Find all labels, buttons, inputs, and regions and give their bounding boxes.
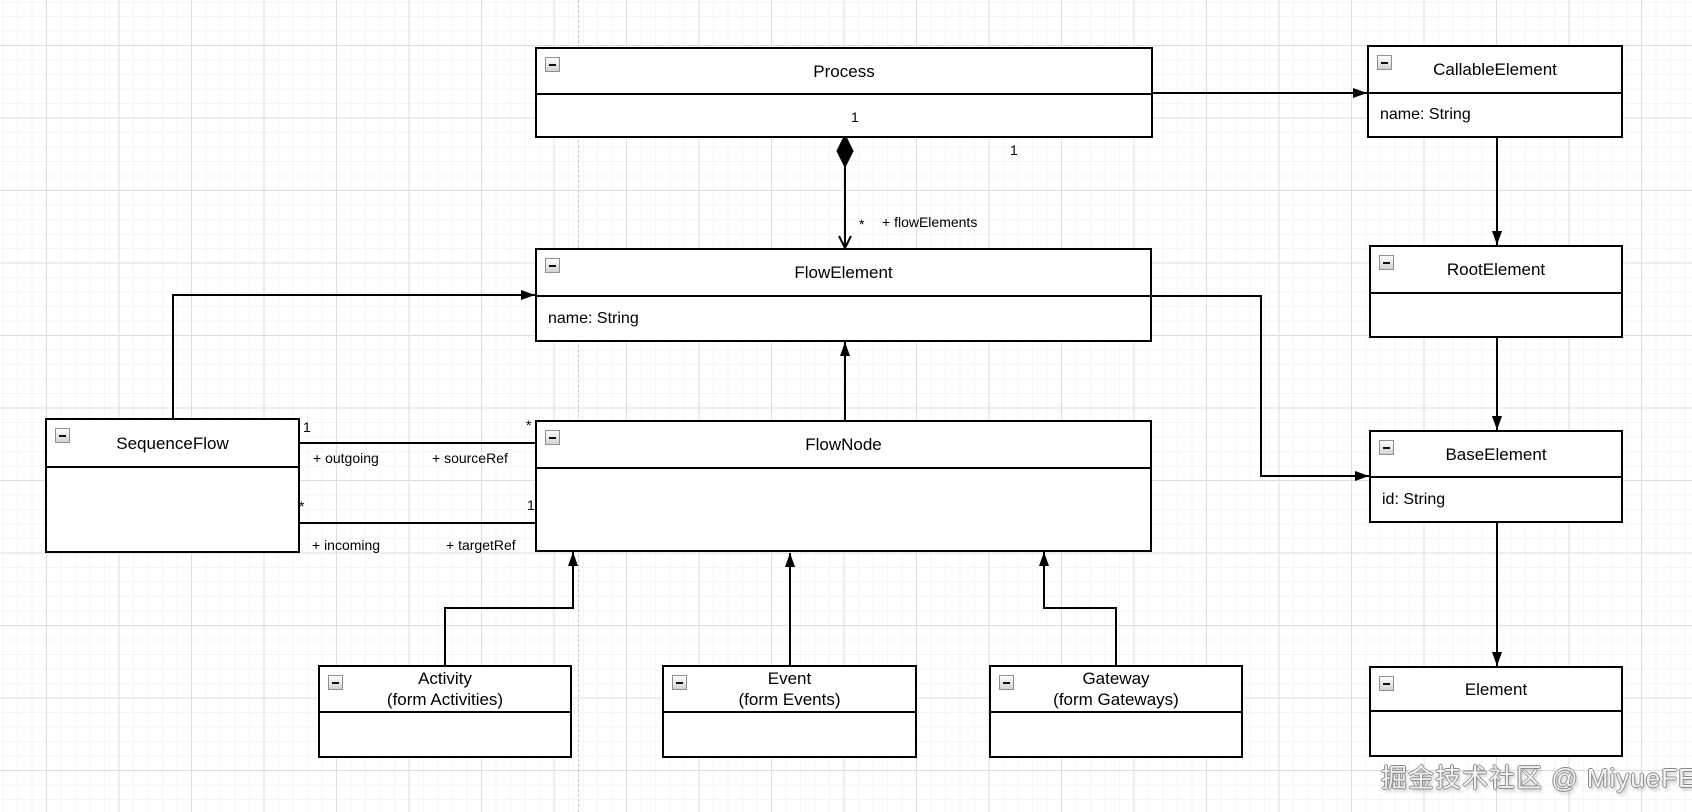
edge-activity-flownode[interactable] bbox=[444, 552, 578, 665]
class-box-baseelement[interactable]: BaseElement id: String bbox=[1369, 430, 1623, 523]
class-attribute bbox=[664, 713, 915, 756]
class-subtitle: (form Events) bbox=[738, 690, 841, 709]
class-attribute bbox=[537, 95, 1151, 136]
role-label: + sourceRef bbox=[432, 450, 508, 466]
class-box-activity[interactable]: Activity (form Activities) bbox=[318, 665, 572, 758]
collapse-icon[interactable] bbox=[672, 675, 687, 690]
class-title: FlowNode bbox=[805, 435, 882, 454]
edge-sequenceflow-flowelement[interactable] bbox=[172, 290, 535, 418]
collapse-icon[interactable] bbox=[1379, 255, 1394, 270]
class-title: Process bbox=[813, 61, 875, 81]
collapse-icon[interactable] bbox=[55, 428, 70, 443]
collapse-icon[interactable] bbox=[545, 258, 560, 273]
composition-diamond bbox=[836, 133, 854, 169]
class-title: BaseElement bbox=[1445, 444, 1547, 464]
role-label: + incoming bbox=[312, 537, 381, 553]
class-attribute bbox=[1371, 712, 1621, 755]
multiplicity-label: 1 bbox=[303, 419, 311, 435]
class-box-gateway[interactable]: Gateway (form Gateways) bbox=[989, 665, 1243, 758]
multiplicity-label: * bbox=[526, 417, 532, 433]
class-box-callableelement[interactable]: CallableElement name: String bbox=[1367, 45, 1623, 138]
class-box-event[interactable]: Event (form Events) bbox=[662, 665, 917, 758]
collapse-icon[interactable] bbox=[328, 675, 343, 690]
multiplicity-label: 1 bbox=[851, 109, 859, 125]
class-box-sequenceflow[interactable]: SequenceFlow bbox=[45, 418, 300, 553]
class-attribute bbox=[991, 713, 1241, 756]
class-box-rootelement[interactable]: RootElement bbox=[1369, 245, 1623, 338]
collapse-icon[interactable] bbox=[545, 57, 560, 72]
class-attribute: id: String bbox=[1382, 490, 1446, 508]
collapse-icon[interactable] bbox=[1379, 676, 1394, 691]
multiplicity-label: 1 bbox=[527, 497, 535, 513]
collapse-icon[interactable] bbox=[1379, 440, 1394, 455]
class-title: Event bbox=[767, 669, 812, 688]
class-title: SequenceFlow bbox=[116, 433, 229, 453]
role-label: + flowElements bbox=[882, 214, 978, 230]
edge-flowelement-baseelement[interactable] bbox=[1152, 295, 1369, 481]
class-box-process[interactable]: Process bbox=[535, 47, 1153, 138]
page-boundary-guide bbox=[578, 0, 579, 812]
class-box-element[interactable]: Element bbox=[1369, 666, 1623, 757]
class-title: RootElement bbox=[1446, 260, 1546, 279]
class-attribute: name: String bbox=[548, 309, 639, 327]
class-title: CallableElement bbox=[1433, 60, 1557, 79]
class-subtitle: (form Activities) bbox=[386, 690, 504, 709]
multiplicity-label: 1 bbox=[1010, 142, 1018, 158]
role-label: + outgoing bbox=[313, 450, 379, 466]
watermark: 掘金技术社区 @ MiyueFE bbox=[1381, 763, 1692, 793]
multiplicity-label: * bbox=[859, 216, 865, 232]
multiplicity-label: * bbox=[299, 498, 305, 514]
class-attribute bbox=[320, 713, 570, 756]
role-label: + targetRef bbox=[446, 537, 516, 553]
class-title: Element bbox=[1464, 679, 1528, 699]
class-attribute bbox=[1371, 294, 1621, 336]
edge-process-flowelement-composition[interactable] bbox=[836, 133, 854, 251]
class-title: Gateway bbox=[1082, 669, 1150, 688]
edge-gateway-flownode[interactable] bbox=[1039, 552, 1117, 665]
class-attribute bbox=[47, 468, 298, 551]
class-title: FlowElement bbox=[794, 263, 893, 282]
class-title: Activity bbox=[418, 669, 472, 688]
class-box-flowelement[interactable]: FlowElement name: String bbox=[535, 248, 1152, 342]
collapse-icon[interactable] bbox=[1377, 55, 1392, 70]
class-subtitle: (form Gateways) bbox=[1053, 690, 1179, 709]
collapse-icon[interactable] bbox=[999, 675, 1014, 690]
collapse-icon[interactable] bbox=[545, 430, 560, 445]
class-box-flownode[interactable]: FlowNode bbox=[535, 420, 1152, 552]
class-attribute: name: String bbox=[1380, 106, 1471, 123]
class-attribute bbox=[537, 469, 1150, 550]
